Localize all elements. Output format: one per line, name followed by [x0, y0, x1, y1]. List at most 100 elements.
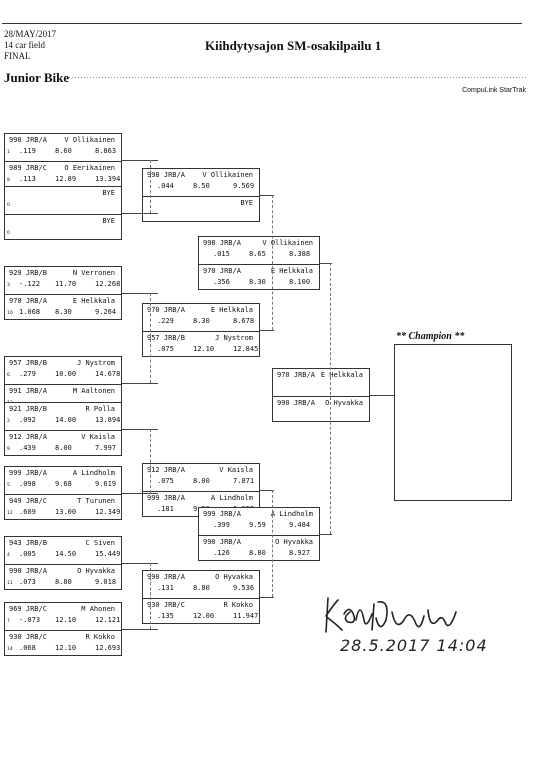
bracket-guide: [330, 263, 331, 534]
bracket-connector: [122, 160, 158, 161]
entry-reaction-time: -.122: [19, 280, 41, 288]
entry-elapsed-time: 9.68: [55, 480, 72, 488]
entry-elapsed-time: 8.00: [55, 444, 72, 452]
entry-rider: E Helkkala: [72, 297, 115, 305]
entry-elapsed-time: 8.65: [249, 250, 266, 258]
entry-reaction-time: 1.068: [19, 308, 41, 316]
entry-lane: 1: [7, 150, 10, 155]
entry-reaction-time: .092: [19, 416, 36, 424]
entry-lane: 4: [7, 553, 10, 558]
entry-rider: M Ahonen: [81, 605, 115, 613]
entry-total: 9.569: [233, 182, 255, 190]
field-size: 14 car field: [4, 40, 45, 50]
entry-total: 8.863: [95, 147, 117, 155]
bracket-connector: [260, 330, 274, 331]
entry-total: 12.693: [95, 644, 121, 652]
entry-rider: J Nystrom: [215, 334, 253, 342]
entry-rider: J Nystrom: [77, 359, 115, 367]
entry-reaction-time: .181: [157, 505, 174, 513]
entry-class: 990 JRB/A: [203, 538, 241, 546]
entry-total: 13.394: [95, 175, 121, 183]
entry-rider: V Ollikainen: [202, 171, 253, 179]
champion-label: ** Champion **: [396, 331, 465, 342]
bracket-connector: [122, 383, 158, 384]
entry-elapsed-time: 12.10: [193, 345, 215, 353]
entry-reaction-time: .075: [157, 345, 174, 353]
entry-reaction-time: .113: [19, 175, 36, 183]
entry-class: 998 JRB/A: [203, 239, 241, 247]
entry-reaction-time: .075: [157, 477, 174, 485]
entry-class: 929 JRB/B: [9, 269, 47, 277]
bracket-connector: [260, 597, 274, 598]
entry-rider: O Hyvakka: [325, 399, 363, 407]
handwritten-date: 28.5.2017 14:04: [340, 636, 488, 655]
entry-total: 9.018: [95, 578, 117, 586]
bracket-connector: [370, 395, 394, 396]
entry-total: 7.997: [95, 444, 117, 452]
entry-total: 14.678: [95, 370, 121, 378]
bracket-entry: BYE: [143, 196, 259, 223]
entry-rider: O Hyvakka: [275, 538, 313, 546]
entry-reaction-time: .131: [157, 584, 174, 592]
entry-rider: A Lindholm: [270, 510, 313, 518]
bracket-guide: [272, 195, 273, 330]
bracket-connector: [122, 629, 158, 630]
entry-class: 990 JRB/A: [277, 399, 315, 407]
entry-total: 7.871: [233, 477, 255, 485]
entry-total: 11.947: [233, 612, 259, 620]
entry-total: 9.264: [95, 308, 117, 316]
entry-class: 970 JRB/A: [277, 371, 315, 379]
entry-class: 943 JRB/B: [9, 539, 47, 547]
bracket-connector: [122, 493, 158, 494]
entry-reaction-time: .135: [157, 612, 174, 620]
entry-class: 991 JRB/A: [9, 387, 47, 395]
entry-elapsed-time: 8.80: [193, 584, 210, 592]
entry-rider: V Ollikainen: [64, 136, 115, 144]
entry-elapsed-time: 13.00: [55, 508, 77, 516]
entry-rider: R Kokko: [223, 601, 253, 609]
entry-lane: 0: [7, 231, 10, 236]
dotted-divider: [68, 76, 528, 80]
entry-elapsed-time: 8.00: [193, 477, 210, 485]
entry-elapsed-time: 12.89: [55, 175, 77, 183]
entry-reaction-time: .119: [19, 147, 36, 155]
entry-rider: C Siven: [85, 539, 115, 547]
entry-reaction-time: .044: [157, 182, 174, 190]
entry-lane: 7: [7, 619, 10, 624]
race-date: 28/MAY/2017: [4, 29, 57, 39]
entry-class: 970 JRB/A: [203, 267, 241, 275]
entry-total: 15.449: [95, 550, 121, 558]
signature-icon: [325, 597, 457, 633]
entry-elapsed-time: 8.80: [55, 578, 72, 586]
entry-rider: O Hyvakka: [77, 567, 115, 575]
entry-rider: A Lindholm: [210, 494, 253, 502]
entry-elapsed-time: 8.80: [249, 549, 266, 557]
entry-lane: 14: [7, 647, 13, 652]
entry-class: 912 JRB/A: [9, 433, 47, 441]
entry-class: 921 JRB/B: [9, 405, 47, 413]
entry-reaction-time: .229: [157, 317, 174, 325]
entry-class: 990 JRB/A: [9, 567, 47, 575]
entry-total: 9.619: [95, 480, 117, 488]
champion-box: [394, 344, 512, 501]
entry-lane: 12: [7, 511, 13, 516]
